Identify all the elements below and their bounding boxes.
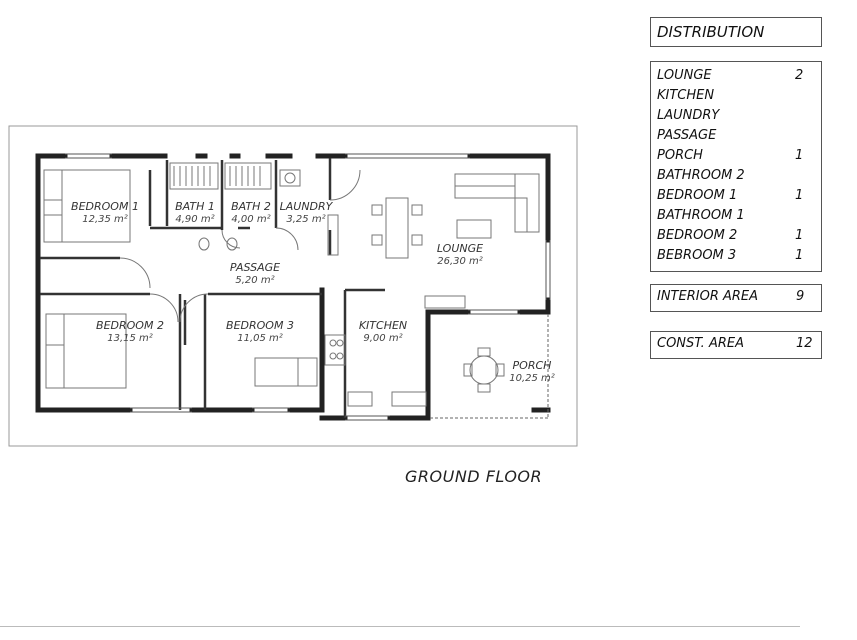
- dist-row-value: 1: [795, 248, 804, 263]
- interior-area-box: INTERIOR AREA 9: [650, 284, 822, 312]
- room-label-bath2: BATH 2 4,00 m²: [222, 200, 280, 226]
- lounge-furniture: [327, 173, 540, 259]
- porch-outline: [430, 314, 549, 419]
- dist-row-name: LAUNDRY: [657, 108, 720, 123]
- dist-row-value: 1: [795, 148, 804, 163]
- distribution-table: LOUNGE 2 KITCHEN LAUNDRY PASSAGE PORCH 1…: [650, 61, 822, 272]
- room-name: LAUNDRY: [279, 200, 333, 213]
- dist-row-name: BEDROOM 1: [657, 188, 738, 203]
- dist-row: LOUNGE 2: [657, 68, 857, 83]
- room-label-laundry: LAUNDRY 3,25 m²: [277, 200, 335, 226]
- room-name: BATH 2: [231, 200, 271, 213]
- room-label-bath1: BATH 1 4,90 m²: [166, 200, 224, 226]
- dist-row-value: 1: [795, 228, 804, 243]
- room-area: 9,00 m²: [363, 333, 403, 344]
- room-area: 11,05 m²: [237, 333, 283, 344]
- room-area: 12,35 m²: [82, 214, 128, 225]
- room-label-bedroom3: BEDROOM 3 11,05 m²: [220, 319, 300, 345]
- dist-row: PASSAGE: [657, 128, 857, 143]
- porch-table: [463, 347, 505, 393]
- bed-bedroom2: [45, 313, 127, 389]
- distribution-header: DISTRIBUTION: [650, 17, 822, 47]
- dist-row: PORCH 1: [657, 148, 857, 163]
- floor-area: [38, 156, 548, 418]
- room-name: KITCHEN: [358, 319, 408, 332]
- room-area: 26,30 m²: [437, 256, 483, 267]
- bath-fixtures: [169, 162, 301, 251]
- bed-bedroom1: [43, 169, 131, 243]
- distribution-title: DISTRIBUTION: [657, 23, 765, 41]
- room-label-kitchen: KITCHEN 9,00 m²: [345, 319, 421, 345]
- dist-row-value: 1: [795, 188, 804, 203]
- room-name: LOUNGE: [436, 242, 484, 255]
- dist-row-name: BEBROOM 3: [657, 248, 737, 263]
- dist-row-name: BATHROOM 2: [657, 168, 745, 183]
- room-name: PASSAGE: [229, 261, 281, 274]
- room-name: BEDROOM 3: [226, 319, 294, 332]
- walls: [35, 153, 551, 421]
- windows: [65, 153, 551, 421]
- dist-row-name: KITCHEN: [657, 88, 715, 103]
- room-name: BEDROOM 2: [96, 319, 164, 332]
- floor-plan: [8, 125, 578, 447]
- room-area: 4,00 m²: [231, 214, 271, 225]
- room-label-lounge: LOUNGE 26,30 m²: [420, 242, 500, 268]
- dist-row: BEBROOM 3 1: [657, 248, 857, 263]
- room-label-bedroom2: BEDROOM 2 13,15 m²: [90, 319, 170, 345]
- room-area: 3,25 m²: [286, 214, 326, 225]
- dist-row-name: PASSAGE: [657, 128, 717, 143]
- dist-row-value: 2: [795, 68, 804, 83]
- room-name: PORCH: [512, 359, 552, 372]
- floor-title: GROUND FLOOR: [405, 467, 543, 486]
- room-label-bedroom1: BEDROOM 1 12,35 m²: [65, 200, 145, 226]
- room-name: BEDROOM 1: [71, 200, 139, 213]
- dist-row: KITCHEN: [657, 88, 857, 103]
- room-label-porch: PORCH 10,25 m²: [496, 359, 568, 385]
- room-area: 10,25 m²: [509, 373, 555, 384]
- dist-row-name: PORCH: [657, 148, 703, 163]
- room-area: 5,20 m²: [235, 275, 275, 286]
- dist-row-name: LOUNGE: [657, 68, 712, 83]
- dist-row: BEDROOM 1 1: [657, 188, 857, 203]
- const-area-label: CONST. AREA: [657, 336, 744, 351]
- dist-row-name: BEDROOM 2: [657, 228, 738, 243]
- bed-bedroom3: [254, 357, 318, 387]
- kitchen-fixtures: [324, 295, 466, 407]
- dist-row-name: BATHROOM 1: [657, 208, 745, 223]
- plan-frame: [8, 125, 578, 447]
- dist-row: BEDROOM 2 1: [657, 228, 857, 243]
- dist-row: BATHROOM 2: [657, 168, 857, 183]
- interior-area-label: INTERIOR AREA: [657, 289, 759, 304]
- dist-row: BATHROOM 1: [657, 208, 857, 223]
- const-area-value: 12: [796, 336, 813, 351]
- interior-area-value: 9: [796, 289, 805, 304]
- bottom-divider: [0, 626, 800, 627]
- room-label-passage: PASSAGE 5,20 m²: [215, 261, 295, 287]
- room-name: BATH 1: [175, 200, 215, 213]
- room-area: 13,15 m²: [107, 333, 153, 344]
- const-area-box: CONST. AREA 12: [650, 331, 822, 359]
- room-area: 4,90 m²: [175, 214, 215, 225]
- dist-row: LAUNDRY: [657, 108, 857, 123]
